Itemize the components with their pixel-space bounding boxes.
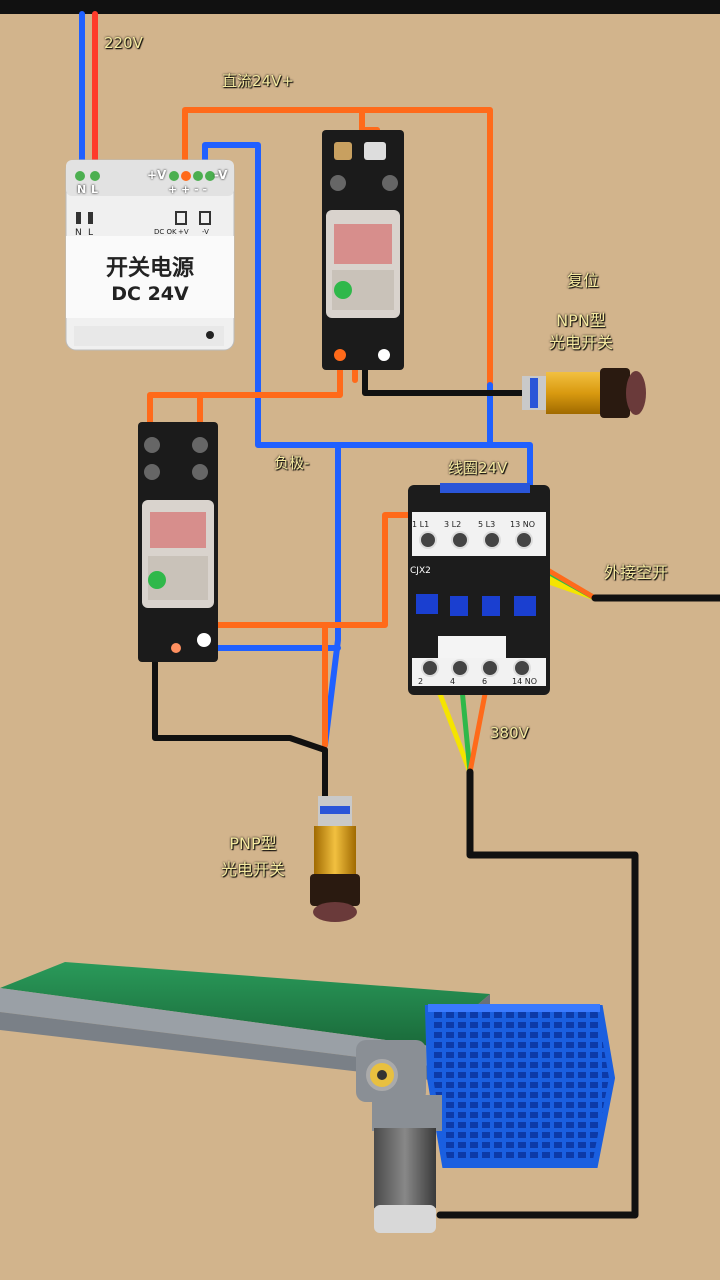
psu-terminal-marks: + + - - [168, 183, 208, 196]
psu-terminal-neg: -V [214, 168, 228, 182]
psu-small-dcok: DC OK [154, 228, 177, 236]
label-external-breaker: 外接空开 [604, 563, 669, 582]
conveyor-belt [0, 962, 490, 1080]
wire-dc-negative [202, 142, 533, 513]
contactor-top-5: 5 L3 [478, 520, 496, 529]
label-pnp-line2: 光电开关 [220, 860, 285, 879]
relay-2 [138, 422, 218, 662]
label-coil: 线圈24V [448, 459, 508, 477]
power-supply [65, 159, 235, 351]
contactor-bottom-6: 6 [482, 677, 488, 686]
psu-terminal-l: L [91, 183, 99, 196]
psu-small-pos: +V [178, 228, 189, 236]
label-npn-line1: NPN型 [556, 311, 606, 330]
npn-sensor [522, 368, 646, 418]
contactor-bottom-4: 4 [450, 677, 456, 686]
psu-terminal-pos: +V [147, 168, 167, 182]
psu-small-n: N [75, 228, 82, 238]
pnp-sensor [310, 796, 360, 922]
top-bar [0, 0, 720, 14]
psu-title: 开关电源 [105, 256, 194, 281]
gear-motor [356, 1040, 442, 1233]
contactor-bottom-14: 14 NO [512, 677, 538, 686]
psu-terminal-n: N [77, 183, 87, 196]
contactor-bottom-2: 2 [418, 677, 424, 686]
contactor [408, 483, 550, 695]
relay-1 [322, 130, 404, 370]
wire-dc-positive [182, 107, 493, 388]
basket [424, 1004, 616, 1168]
contactor-top-3: 3 L2 [444, 520, 462, 529]
label-dc-positive: 直流24V+ [222, 72, 294, 90]
label-380v: 380V [490, 724, 529, 742]
label-negative: 负极- [274, 454, 310, 472]
label-ac-input: 220V [104, 34, 143, 52]
label-npn-line2: 光电开关 [548, 333, 613, 352]
psu-subtitle: DC 24V [111, 283, 189, 305]
contactor-model: CJX2 [410, 566, 431, 576]
contactor-top-13: 13 NO [510, 520, 536, 529]
psu-small-l: L [88, 228, 94, 238]
psu-small-neg: -V [202, 228, 209, 236]
label-reset: 复位 [567, 271, 600, 290]
label-pnp-line1: PNP型 [229, 834, 277, 853]
contactor-top-1: 1 L1 [412, 520, 430, 529]
